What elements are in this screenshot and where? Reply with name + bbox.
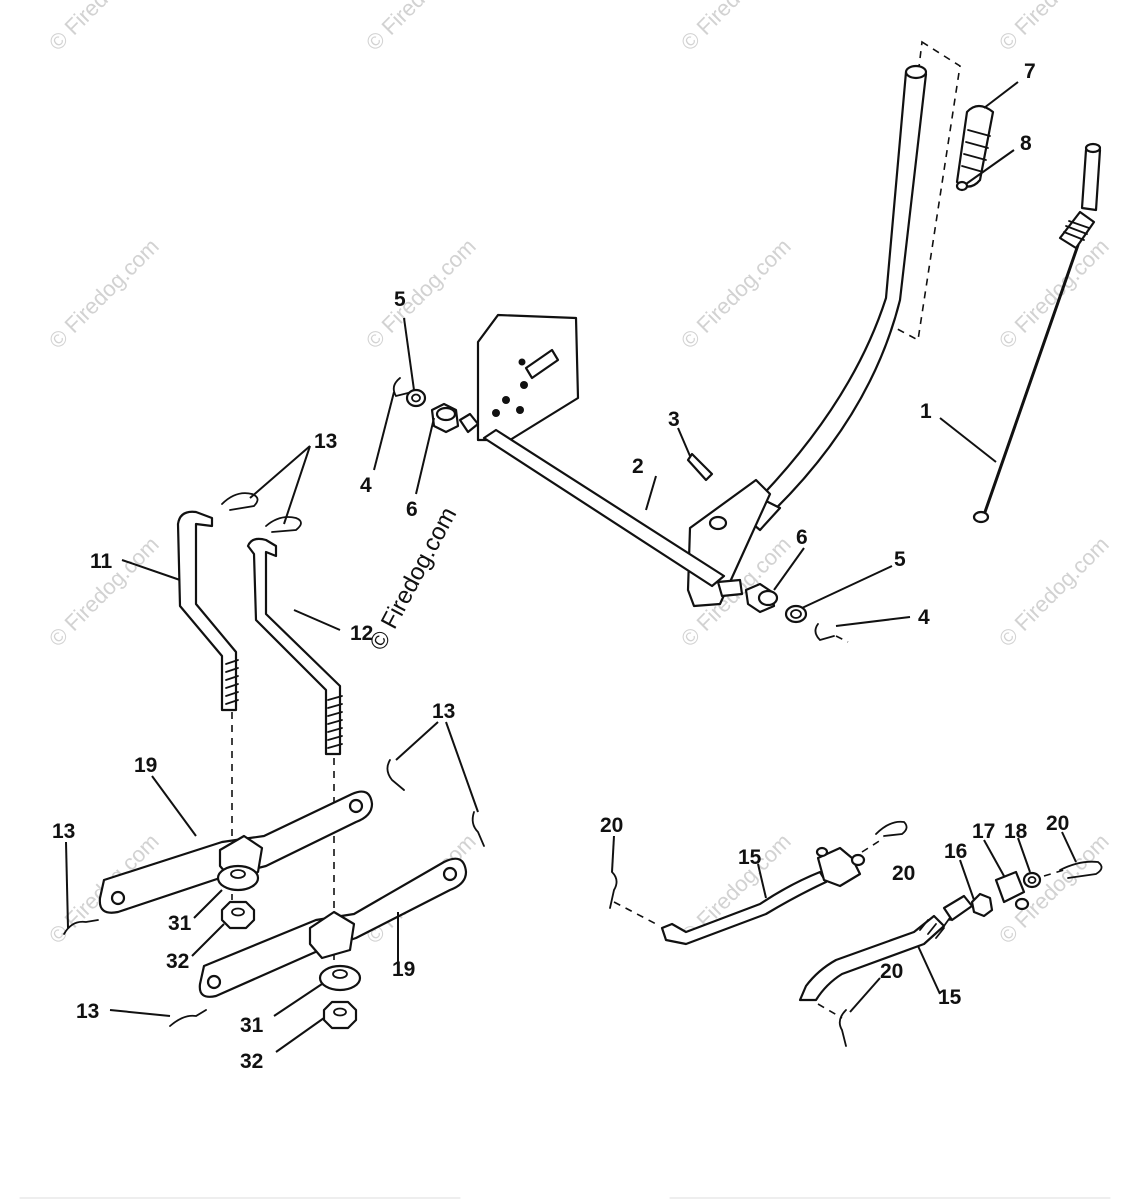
callout-19: 19 bbox=[392, 958, 415, 981]
callout-31: 31 bbox=[168, 912, 192, 935]
watermark: © Firedog.com bbox=[361, 234, 481, 354]
callout-13: 13 bbox=[76, 1000, 99, 1023]
watermark-dark: © Firedog.com bbox=[364, 503, 462, 655]
parts-16-18-hardware bbox=[817, 860, 1103, 1047]
watermark: © Firedog.com bbox=[44, 234, 164, 354]
callout-17: 17 bbox=[972, 820, 995, 843]
callout-4: 4 bbox=[360, 474, 372, 497]
callout-20: 20 bbox=[600, 814, 623, 837]
part-1-lift-rod bbox=[972, 142, 1102, 524]
callout-18: 18 bbox=[1004, 820, 1028, 843]
callout-32: 32 bbox=[240, 1050, 263, 1073]
part-11-lift-link bbox=[176, 510, 239, 900]
callout-6: 6 bbox=[406, 498, 418, 521]
part-2-shaft bbox=[482, 428, 744, 598]
callout-3: 3 bbox=[668, 408, 680, 431]
part-3-key bbox=[686, 452, 714, 482]
callout-20: 20 bbox=[892, 862, 915, 885]
watermark: © Firedog.com bbox=[994, 0, 1114, 56]
watermark: © Firedog.com bbox=[994, 532, 1114, 652]
callout-15: 15 bbox=[938, 986, 962, 1009]
parts-31-32-hardware bbox=[216, 864, 362, 1030]
callout-7: 7 bbox=[1024, 60, 1036, 83]
watermark: © Firedog.com bbox=[994, 234, 1114, 354]
part-19-bracket-lower bbox=[198, 857, 468, 998]
callout-20: 20 bbox=[880, 960, 903, 983]
part-7-grip bbox=[887, 40, 995, 342]
callout-labels: 7 8 1 3 2 5 4 6 6 5 4 13 11 12 13 19 13 … bbox=[52, 60, 1069, 1073]
callout-20: 20 bbox=[1046, 812, 1069, 835]
callout-31: 31 bbox=[240, 1014, 264, 1037]
left-hardware bbox=[392, 377, 480, 434]
callout-32: 32 bbox=[166, 950, 189, 973]
watermark: © Firedog.com bbox=[676, 0, 796, 56]
callout-16: 16 bbox=[944, 840, 967, 863]
callout-13: 13 bbox=[432, 700, 455, 723]
callout-4: 4 bbox=[918, 606, 930, 629]
watermark-group: © Firedog.com © Firedog.com © Firedog.co… bbox=[44, 0, 1114, 949]
callout-13: 13 bbox=[52, 820, 75, 843]
part-8-ferrule bbox=[955, 180, 969, 192]
callout-11: 11 bbox=[90, 550, 113, 573]
part-12-lift-link bbox=[246, 537, 343, 960]
right-hardware bbox=[744, 582, 849, 643]
watermark: © Firedog.com bbox=[361, 0, 481, 56]
lift-lever-handle bbox=[746, 64, 928, 532]
callout-1: 1 bbox=[920, 400, 932, 423]
callout-13: 13 bbox=[314, 430, 337, 453]
part-13-hairpins bbox=[63, 492, 485, 1027]
mounting-plate bbox=[476, 313, 580, 442]
watermark: © Firedog.com bbox=[44, 0, 164, 56]
callout-6: 6 bbox=[796, 526, 808, 549]
part-15-rod-upper bbox=[613, 837, 885, 946]
callout-2: 2 bbox=[632, 455, 644, 478]
callout-5: 5 bbox=[394, 288, 406, 311]
callout-12: 12 bbox=[350, 622, 373, 645]
callout-5: 5 bbox=[894, 548, 906, 571]
callout-15: 15 bbox=[738, 846, 762, 869]
callout-8: 8 bbox=[1020, 132, 1032, 155]
leader-lines bbox=[65, 81, 1077, 1053]
callout-19: 19 bbox=[134, 754, 157, 777]
watermark: © Firedog.com bbox=[676, 234, 796, 354]
part-20-pins-upper bbox=[609, 820, 908, 909]
part-15-rod-lower bbox=[798, 894, 974, 1002]
